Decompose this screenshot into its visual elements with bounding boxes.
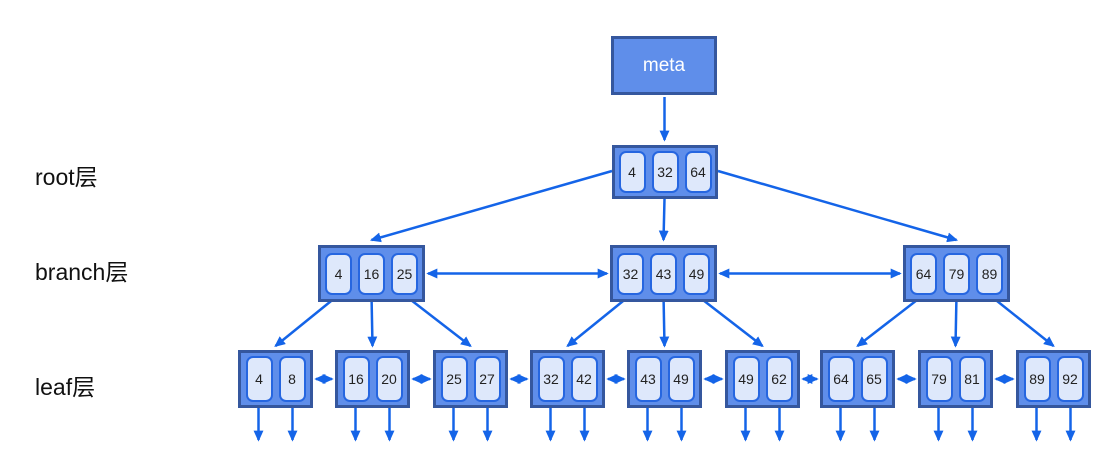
key-cell: 49: [683, 252, 710, 295]
key-cell: 64: [910, 252, 937, 295]
pointer-arrow: [659, 294, 670, 348]
key-cell: 20: [375, 356, 403, 402]
key-cell: 32: [537, 356, 565, 402]
pointer-arrow: [274, 294, 340, 348]
key-cell: 4: [245, 356, 273, 402]
key-cell: 79: [943, 252, 970, 295]
key-cell: 65: [860, 356, 888, 402]
pointer-arrow: [717, 169, 959, 243]
key-cell: 89: [1023, 356, 1051, 402]
key-cell: 25: [440, 356, 468, 402]
pointer-arrow: [950, 294, 961, 348]
meta-node-label: meta: [642, 54, 686, 76]
key-cell: 16: [358, 252, 385, 295]
pointer-arrow: [367, 294, 378, 348]
key-cell: 49: [667, 356, 695, 402]
key-cell: 92: [1056, 356, 1084, 402]
pointer-arrow: [369, 169, 613, 243]
meta-node: meta: [611, 36, 717, 95]
key-cell: 16: [342, 356, 370, 402]
layer-label-leaf: leaf层: [35, 374, 96, 400]
layer-label-branch: branch层: [35, 259, 129, 285]
key-cell: 32: [651, 151, 679, 193]
layer-label-root: root层: [35, 164, 98, 190]
key-cell: 64: [827, 356, 855, 402]
key-cell: 64: [684, 151, 712, 193]
key-cell: 89: [976, 252, 1003, 295]
pointer-arrow: [695, 294, 764, 348]
key-cell: 32: [617, 252, 644, 295]
key-cell: 4: [618, 151, 646, 193]
key-cell: 43: [650, 252, 677, 295]
key-cell: 8: [278, 356, 306, 402]
key-cell: 25: [391, 252, 418, 295]
key-cell: 49: [732, 356, 760, 402]
key-cell: 27: [473, 356, 501, 402]
key-cell: 4: [325, 252, 352, 295]
key-cell: 42: [570, 356, 598, 402]
pointer-arrow: [403, 294, 472, 348]
pointer-arrow: [658, 198, 669, 242]
arrow-lines: [253, 97, 1076, 442]
key-cell: 62: [765, 356, 793, 402]
key-cell: 81: [958, 356, 986, 402]
key-cell: 43: [634, 356, 662, 402]
pointer-arrow: [988, 294, 1055, 348]
pointer-arrow: [856, 294, 925, 348]
key-cell: 79: [925, 356, 953, 402]
pointer-arrow: [566, 294, 632, 348]
